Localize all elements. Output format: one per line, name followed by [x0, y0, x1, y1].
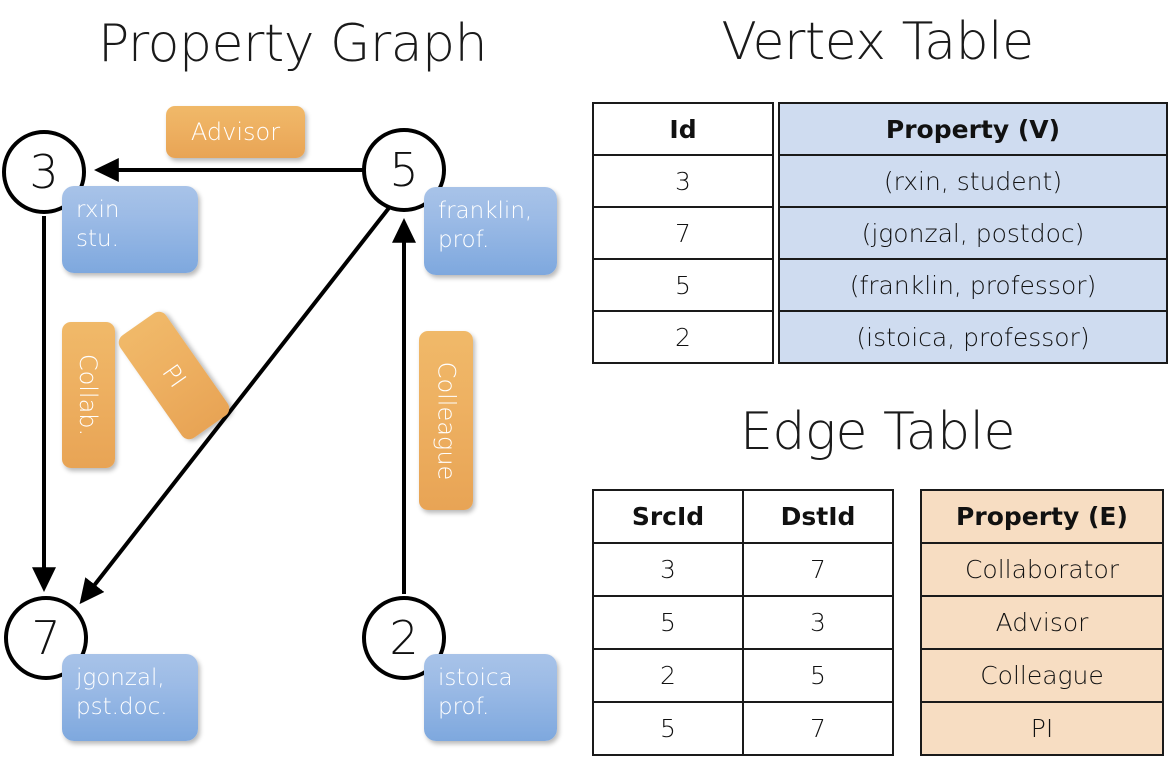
table-row: 3 [592, 154, 774, 208]
vertex-id-cell: 2 [592, 310, 774, 364]
edge-5-to-7-pi [79, 202, 394, 605]
graph-node-5[interactable]: 5 [362, 128, 446, 212]
edge-label-text: Collab. [74, 353, 103, 437]
edge-table-property-column: Property (E) Collaborator Advisor Collea… [920, 489, 1164, 756]
edge-table-header-property: Property (E) [920, 489, 1164, 544]
edge-dst-cell: 3 [742, 595, 894, 650]
vertex-table-id-column: Id 3 7 5 2 [592, 102, 774, 364]
table-row: (jgonzal, postdoc) [778, 206, 1168, 260]
edge-table-header-srcid: SrcId [592, 489, 744, 544]
edge-table-id-columns: SrcId DstId 3 7 5 3 2 5 5 7 [592, 489, 894, 756]
table-row: (istoica, professor) [778, 310, 1168, 364]
vertex-table-header-property: Property (V) [778, 102, 1168, 156]
edge-src-cell: 5 [592, 701, 744, 756]
table-row: 2 5 [592, 648, 894, 703]
table-row: 5 3 [592, 595, 894, 650]
edge-label-box-collab: Collab. [62, 322, 115, 468]
vertex-property-cell: (rxin, student) [778, 154, 1168, 208]
edge-table-header-dstid: DstId [742, 489, 894, 544]
vertex-id-cell: 3 [592, 154, 774, 208]
vertex-property-box-istoica: istoica prof. [424, 654, 557, 741]
vertex-property-line-1: franklin, [438, 198, 533, 224]
edge-src-cell: 3 [592, 542, 744, 597]
table-row: PI [920, 701, 1164, 756]
table-row: (franklin, professor) [778, 258, 1168, 312]
table-row: 5 [592, 258, 774, 312]
vertex-property-cell: (franklin, professor) [778, 258, 1168, 312]
page-title-edge-table: Edge Table [739, 402, 1016, 462]
vertex-property-line-2: stu. [76, 225, 119, 252]
vertex-property-line-1: rxin [76, 197, 120, 223]
edge-label-box-advisor: Advisor [166, 106, 305, 158]
vertex-property-line-2: prof. [438, 226, 490, 253]
vertex-property-cell: (jgonzal, postdoc) [778, 206, 1168, 260]
vertex-table-property-column: Property (V) (rxin, student) (jgonzal, p… [778, 102, 1168, 364]
edge-property-cell: Collaborator [920, 542, 1164, 597]
edge-src-cell: 5 [592, 595, 744, 650]
graph-node-2[interactable]: 2 [362, 596, 446, 680]
vertex-property-box-rxin: rxin stu. [62, 186, 198, 273]
edge-dst-cell: 7 [742, 701, 894, 756]
edge-label-text: Advisor [190, 118, 281, 146]
edge-src-cell: 2 [592, 648, 744, 703]
table-row: 5 7 [592, 701, 894, 756]
table-header-row: Property (E) [920, 489, 1164, 544]
page-title-vertex-table: Vertex Table [721, 12, 1034, 72]
graph-edges-svg [32, 158, 416, 605]
vertex-property-line-2: pst.doc. [76, 693, 168, 720]
edge-label-text: PI [156, 358, 192, 393]
vertex-id-cell: 5 [592, 258, 774, 312]
edge-property-cell: PI [920, 701, 1164, 756]
vertex-property-cell: (istoica, professor) [778, 310, 1168, 364]
table-row: Colleague [920, 648, 1164, 703]
table-row: 7 [592, 206, 774, 260]
table-row: 3 7 [592, 542, 894, 597]
vertex-property-box-jgonzal: jgonzal, pst.doc. [62, 654, 198, 741]
edge-property-cell: Advisor [920, 595, 1164, 650]
edge-dst-cell: 5 [742, 648, 894, 703]
page-title-property-graph: Property Graph [97, 14, 488, 74]
vertex-property-line-2: prof. [438, 693, 490, 720]
property-graph-diagram: 3 5 7 2 rxin stu. franklin, prof. jgonza… [2, 106, 557, 741]
vertex-id-cell: 7 [592, 206, 774, 260]
table-row: Advisor [920, 595, 1164, 650]
edge-dst-cell: 7 [742, 542, 894, 597]
table-header-row: SrcId DstId [592, 489, 894, 544]
edge-label-text: Colleague [432, 361, 461, 480]
vertex-property-line-1: jgonzal, [76, 665, 165, 691]
edge-property-cell: Colleague [920, 648, 1164, 703]
vertex-table-header-id: Id [592, 102, 774, 156]
edge-label-box-colleague: Colleague [419, 331, 473, 510]
table-header-row: Property (V) [778, 102, 1168, 156]
table-row: 2 [592, 310, 774, 364]
vertex-property-line-1: istoica [438, 665, 513, 691]
table-row: (rxin, student) [778, 154, 1168, 208]
table-row: Collaborator [920, 542, 1164, 597]
vertex-property-box-franklin: franklin, prof. [424, 187, 557, 275]
table-header-row: Id [592, 102, 774, 156]
